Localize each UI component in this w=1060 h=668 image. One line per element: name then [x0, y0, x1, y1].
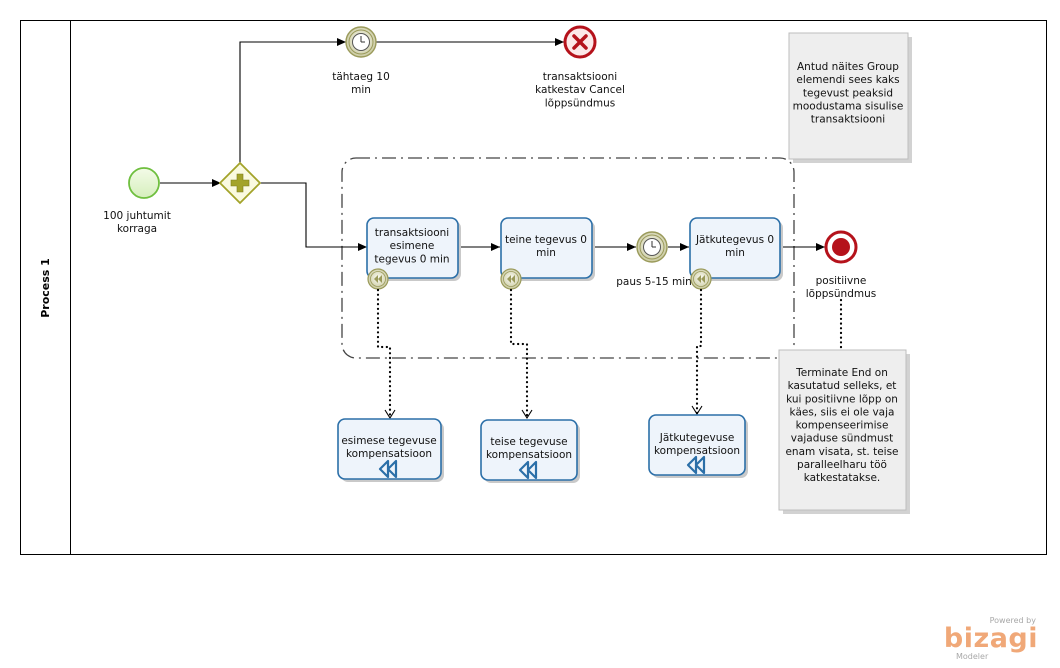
compensation-icon — [518, 460, 538, 480]
plus-icon — [230, 173, 250, 193]
start-event[interactable] — [128, 167, 160, 199]
sequence-flows — [160, 38, 825, 251]
compensation-associations — [376, 288, 843, 420]
flow-gateway-timer — [239, 38, 346, 164]
modeler-text: Modeler — [956, 652, 989, 661]
pool-label: Process 1 — [39, 258, 52, 318]
flow-gateway-task1 — [259, 182, 367, 251]
clock-icon — [643, 238, 661, 256]
parallel-gateway[interactable] — [218, 161, 262, 205]
clock-icon — [352, 33, 370, 51]
timer-deadline-event[interactable] — [345, 26, 377, 58]
compensation-icon — [686, 455, 706, 475]
compensation-boundary-icon-2[interactable] — [500, 268, 522, 290]
compensation-boundary-icon-3[interactable] — [690, 268, 712, 290]
compensation-icon — [378, 459, 398, 479]
bizagi-logo: Powered by bizagi Modeler — [944, 616, 1038, 661]
timer-pause-label: paus 5-15 min — [616, 276, 692, 288]
transaction-group[interactable] — [341, 157, 795, 359]
terminate-dot-icon — [832, 238, 850, 256]
timer-pause-event[interactable] — [636, 231, 668, 263]
terminate-end-event[interactable] — [824, 230, 858, 264]
cancel-end-event[interactable] — [563, 25, 597, 59]
brand-wordmark: bizagi — [944, 623, 1038, 654]
compensation-boundary-icon-1[interactable] — [367, 268, 389, 290]
cancel-x-icon — [572, 34, 588, 50]
powered-by-text: Powered by — [990, 616, 1037, 625]
